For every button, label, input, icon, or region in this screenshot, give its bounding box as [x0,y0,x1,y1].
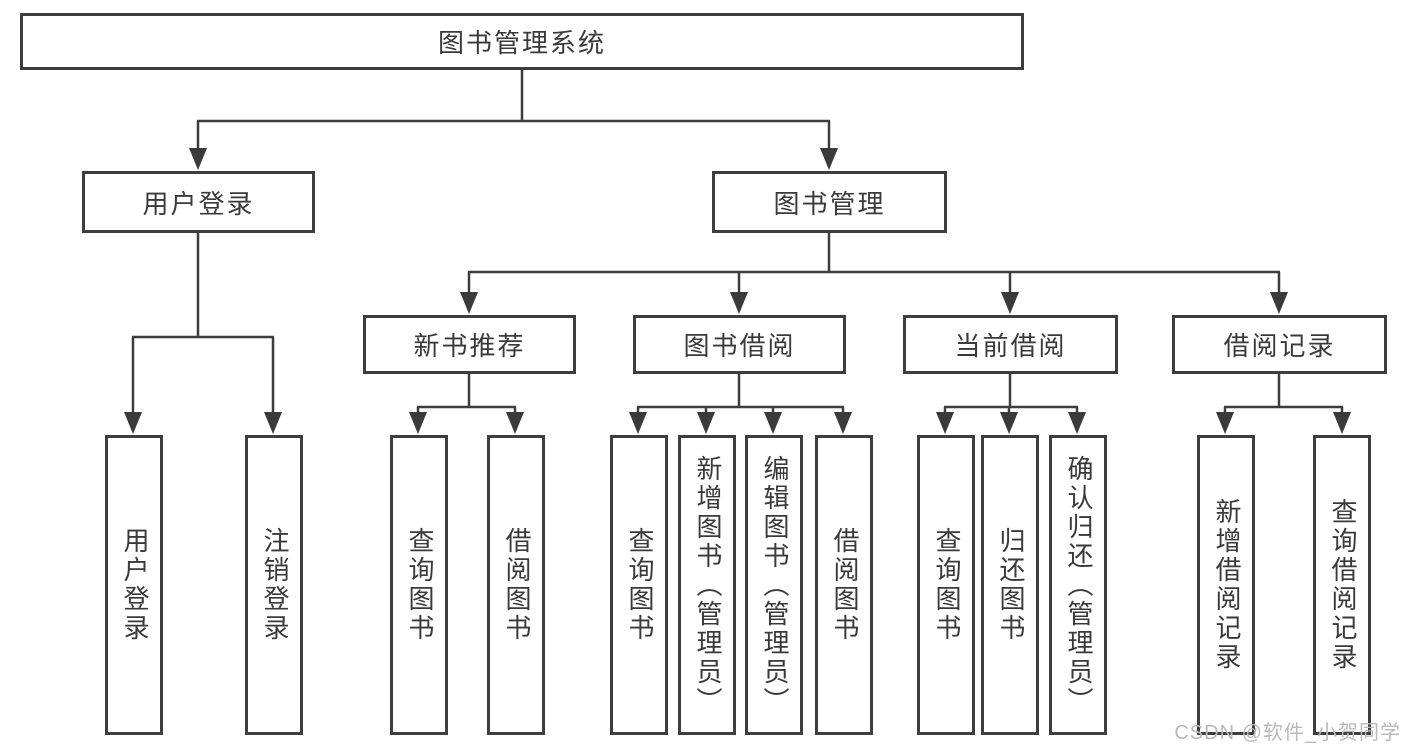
leaf-cb-query-books: 查询图书 [917,435,975,735]
node-label: 用户登录 [119,527,150,643]
node-label: 新增借阅记录 [1211,498,1242,672]
node-label: 借阅记录 [1223,331,1336,361]
leaf-logout: 注销登录 [245,435,303,735]
leaf-bb-add-books-admin: 新增图书（管理员） [678,435,736,735]
leaf-user-login: 用户登录 [105,435,163,735]
connector-current-borrow-to-leaves [936,374,1086,434]
node-label: 图书借阅 [683,331,796,361]
node-label: 借阅图书 [829,527,860,643]
node-label: 新书推荐 [413,331,526,361]
connector-user-login-to-leaves [124,233,282,434]
leaf-bb-edit-books-admin: 编辑图书（管理员） [745,435,803,735]
node-label: 编辑图书（管理员） [759,454,790,716]
node-user-login: 用户登录 [82,171,315,233]
connector-new-book-to-leaves [409,374,524,434]
node-new-book-recommend: 新书推荐 [363,315,576,374]
node-label: 新增图书（管理员） [692,454,723,716]
connector-borrow-records-to-leaves [1216,374,1351,434]
node-label: 确认归还（管理员） [1063,454,1094,716]
node-label: 图书管理 [773,188,886,219]
node-current-borrowing: 当前借阅 [903,315,1118,374]
node-book-management: 图书管理 [712,171,947,233]
leaf-cb-return-books: 归还图书 [981,435,1039,735]
node-label: 图书管理系统 [437,28,606,58]
node-label: 查询图书 [624,527,655,643]
node-label: 查询图书 [404,527,435,643]
node-label: 注销登录 [259,527,290,643]
leaf-nb-borrow-books: 借阅图书 [487,435,545,735]
node-book-borrowing: 图书借阅 [633,315,846,374]
connector-book-borrow-to-leaves [629,374,852,434]
node-label: 归还图书 [995,527,1026,643]
leaf-br-query-borrow-record: 查询借阅记录 [1313,435,1371,735]
leaf-cb-confirm-return-admin: 确认归还（管理员） [1049,435,1107,735]
node-label: 查询借阅记录 [1327,498,1358,672]
leaf-bb-borrow-books: 借阅图书 [815,435,873,735]
leaf-br-add-borrow-record: 新增借阅记录 [1197,435,1255,735]
leaf-nb-query-books: 查询图书 [390,435,448,735]
connector-root-to-level2 [189,70,838,170]
node-label: 当前借阅 [954,331,1067,361]
node-borrowing-records: 借阅记录 [1172,315,1387,374]
connector-book-management-to-level3 [460,233,1288,314]
node-label: 用户登录 [142,188,255,219]
csdn-watermark: CSDN @软件_小贺同学 [1174,722,1401,744]
leaf-bb-query-books: 查询图书 [610,435,668,735]
node-label: 借阅图书 [501,527,532,643]
node-root-book-management-system: 图书管理系统 [20,13,1024,70]
node-label: 查询图书 [931,527,962,643]
